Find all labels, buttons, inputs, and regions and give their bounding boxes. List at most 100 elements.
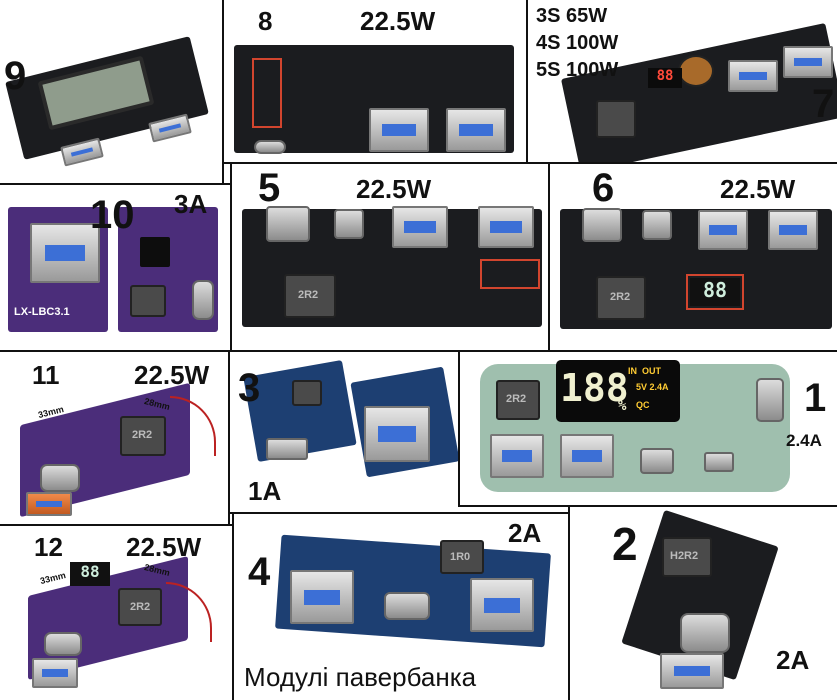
led-display: 88 bbox=[690, 278, 740, 306]
inductor: 2R2 bbox=[596, 276, 646, 320]
usb-a-port bbox=[698, 210, 748, 250]
panel-number: 10 bbox=[90, 193, 135, 237]
wire bbox=[170, 396, 216, 456]
panel-3: 3 1A bbox=[230, 352, 458, 512]
usb-a-port bbox=[369, 108, 429, 152]
power-rating: 22.5W bbox=[356, 174, 432, 204]
divider bbox=[230, 162, 232, 352]
usb-c-port bbox=[640, 448, 674, 474]
led-display: 88 bbox=[70, 562, 110, 586]
usb-a-port bbox=[364, 406, 430, 462]
power-rating: 22.5W bbox=[134, 360, 210, 390]
usb-a-port bbox=[728, 60, 778, 92]
divider bbox=[232, 512, 234, 700]
inductor: 2R2 bbox=[496, 380, 540, 420]
divider bbox=[568, 505, 570, 700]
indicator-highlight bbox=[480, 259, 540, 289]
usb-c-port bbox=[756, 378, 784, 422]
power-rating: 22.5W bbox=[720, 174, 796, 204]
panel-number: 2 bbox=[612, 518, 638, 570]
power-rating: 1A bbox=[248, 476, 282, 506]
panel-4: 1R0 4 2A Модулі павербанка bbox=[234, 514, 568, 700]
inductor-label: 2R2 bbox=[506, 393, 527, 405]
inductor: 2R2 bbox=[284, 274, 336, 318]
ic-chip bbox=[140, 237, 170, 267]
inductor-label: 1R0 bbox=[450, 551, 471, 563]
usb-a-port bbox=[470, 578, 534, 632]
panel-number: 4 bbox=[248, 550, 271, 594]
usb-c-port bbox=[40, 464, 80, 492]
divider bbox=[526, 0, 528, 162]
divider bbox=[458, 352, 460, 507]
panel-number: 11 bbox=[32, 360, 60, 390]
power-spec-5s: 5S 100W bbox=[536, 59, 619, 81]
divider bbox=[230, 512, 570, 514]
inductor-label: 2R2 bbox=[610, 291, 631, 303]
usb-a-port bbox=[660, 653, 724, 689]
divider bbox=[0, 350, 837, 352]
inductor-label: 2R2 bbox=[130, 601, 151, 613]
usb-c-port bbox=[254, 140, 286, 154]
usb-a-port bbox=[560, 434, 614, 478]
display-digits: 188 bbox=[560, 366, 629, 410]
divider bbox=[548, 162, 550, 352]
dc-jack bbox=[596, 100, 636, 138]
inductor: 1R0 bbox=[440, 540, 484, 574]
display-qc: QC bbox=[636, 400, 650, 410]
inductor: 2R2 bbox=[120, 416, 166, 456]
panel-5: 2R2 5 22.5W bbox=[232, 164, 548, 350]
usb-c-port bbox=[334, 209, 364, 239]
micro-usb-port bbox=[266, 438, 308, 460]
panel-number: 9 bbox=[4, 54, 27, 98]
inductor bbox=[292, 380, 322, 406]
power-rating: 2A bbox=[776, 645, 810, 675]
display-in-out: IN OUT bbox=[628, 366, 661, 376]
panel-8: 8 22.5W bbox=[224, 0, 526, 162]
divider bbox=[228, 352, 230, 527]
panel-number: 3 bbox=[238, 366, 261, 410]
usb-a-port bbox=[446, 108, 506, 152]
divider bbox=[222, 0, 224, 183]
panel-number: 8 bbox=[258, 6, 273, 36]
power-spec-3s: 3S 65W bbox=[536, 5, 608, 27]
power-rating: 3A bbox=[174, 189, 208, 219]
led-highlight bbox=[252, 58, 282, 128]
power-rating: 2.4A bbox=[786, 431, 822, 450]
dimension-label: 33mm bbox=[39, 570, 67, 587]
display-spec: 5V 2.4A bbox=[636, 382, 669, 392]
micro-usb-port bbox=[704, 452, 734, 472]
usb-a-port bbox=[768, 210, 818, 250]
inductor-label: 2R2 bbox=[298, 289, 319, 301]
panel-1: 2R2 188 % IN OUT 5V 2.4A QC 1 2.4A bbox=[460, 352, 837, 505]
panel-12: 88 2R2 33mm 28mm 12 22.5W bbox=[0, 526, 232, 700]
panel-number: 12 bbox=[34, 532, 63, 562]
power-rating: 22.5W bbox=[360, 6, 436, 36]
usb-c-port bbox=[384, 592, 430, 620]
panel-2: H2R2 2 2A bbox=[570, 507, 837, 700]
inductor: 2R2 bbox=[118, 588, 162, 626]
panel-7: 88 3S 65W 4S 100W 5S 100W 7 bbox=[528, 0, 837, 162]
usb-c-port bbox=[680, 613, 730, 653]
divider bbox=[458, 505, 837, 507]
usb-a-port bbox=[783, 46, 833, 78]
usb-a-port bbox=[30, 223, 100, 283]
wire bbox=[166, 582, 212, 642]
panel-number: 7 bbox=[812, 82, 835, 126]
pcb-label: LX-LBC3.1 bbox=[14, 306, 70, 318]
panel-number: 1 bbox=[804, 376, 827, 420]
usb-c-port bbox=[642, 210, 672, 240]
usb-c-port bbox=[266, 206, 310, 242]
usb-c-port bbox=[192, 280, 214, 320]
display-percent: % bbox=[618, 398, 627, 414]
panel-number: 6 bbox=[592, 166, 615, 210]
divider bbox=[0, 183, 230, 185]
inductor-label: H2R2 bbox=[670, 550, 699, 562]
power-rating: 22.5W bbox=[126, 532, 202, 562]
usb-c-port bbox=[44, 632, 82, 656]
inductor: H2R2 bbox=[662, 537, 712, 577]
divider bbox=[0, 524, 232, 526]
power-rating: 2A bbox=[508, 518, 542, 548]
panel-6: 2R2 88 6 22.5W bbox=[550, 164, 837, 350]
panel-10: LX-LBC3.1 10 3A bbox=[0, 185, 230, 350]
usb-a-port bbox=[490, 434, 544, 478]
